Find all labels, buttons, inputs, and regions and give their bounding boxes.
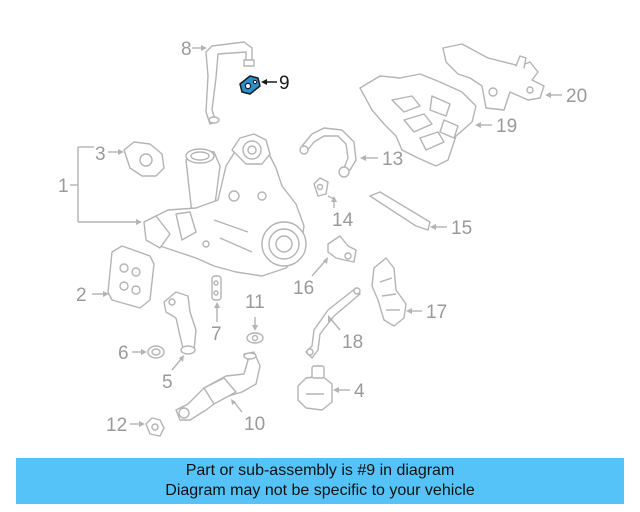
part-20-bracket (442, 43, 545, 111)
callout-1-label: 1 (58, 176, 69, 197)
part-1-turbocharger (143, 133, 307, 277)
callout-3-leader (108, 149, 124, 155)
callout-10-label: 10 (244, 414, 265, 435)
callout-7-leader (214, 302, 220, 322)
info-banner: Part or sub-assembly is #9 in diagram Di… (16, 458, 624, 504)
callout-7-label: 7 (211, 324, 222, 345)
callout-11-leader (252, 317, 258, 331)
callout-15-leader (430, 224, 447, 230)
callout-1-bracket (70, 146, 142, 225)
banner-disclaimer-text: Diagram may not be specific to your vehi… (165, 482, 475, 499)
banner-part-text: Part or sub-assembly is #9 in diagram (185, 462, 455, 479)
callout-5-label: 5 (162, 372, 173, 393)
callout-2-leader (92, 291, 109, 297)
part-19-heat-shield (359, 73, 477, 167)
callout-16-label: 16 (293, 278, 314, 299)
callout-14-label: 14 (332, 210, 354, 231)
part-5-pipe (163, 291, 197, 355)
part-17-shield (371, 257, 407, 327)
callout-6-label: 6 (118, 343, 129, 364)
callout-8-leader (192, 45, 207, 51)
callout-6-leader (132, 349, 147, 355)
callout-3-label: 3 (95, 144, 106, 165)
callout-9-label: 9 (279, 73, 290, 94)
part-9-gasket (239, 75, 261, 95)
part-15-strip (369, 191, 431, 231)
callout-4-label: 4 (354, 381, 365, 402)
part-13-oil-line (299, 127, 357, 178)
callout-12-leader (130, 421, 145, 427)
callout-14-leader (327, 195, 337, 208)
callout-20-leader (545, 92, 562, 98)
callout-19-leader (475, 122, 492, 128)
part-16-bracket (327, 235, 357, 263)
callout-9-leader (261, 79, 277, 85)
part-3-housing (123, 141, 165, 177)
callout-12-label: 12 (106, 415, 127, 436)
callout-8-label: 8 (181, 39, 192, 60)
callout-2-label: 2 (76, 285, 87, 306)
part-8-hose (205, 41, 255, 125)
callout-10-leader (231, 399, 243, 413)
part-18-bar (305, 287, 361, 359)
part-4-valve (297, 365, 333, 411)
part-12-gasket (145, 417, 165, 437)
callout-5-leader (171, 355, 184, 371)
part-11-gasket (246, 332, 264, 344)
callout-13-leader (360, 155, 378, 161)
callout-18-leader (328, 315, 341, 331)
part-6-o-ring (147, 345, 165, 359)
callout-17-leader (406, 308, 422, 314)
callout-17-label: 17 (426, 302, 447, 323)
callout-19-label: 19 (496, 116, 517, 137)
callout-4-leader (333, 387, 350, 393)
callout-20-label: 20 (566, 86, 587, 107)
callout-16-leader (311, 257, 328, 277)
callout-13-label: 13 (382, 149, 403, 170)
callout-18-label: 18 (342, 332, 363, 353)
part-7-fitting (211, 275, 222, 301)
part-14-gasket (313, 177, 329, 197)
callout-11-label: 11 (245, 292, 265, 313)
callout-15-label: 15 (451, 218, 472, 239)
parts-diagram: 20 19 8 9 13 (58, 39, 587, 437)
part-10-flex-pipe (175, 351, 261, 421)
part-2-gasket-plate (107, 245, 155, 309)
